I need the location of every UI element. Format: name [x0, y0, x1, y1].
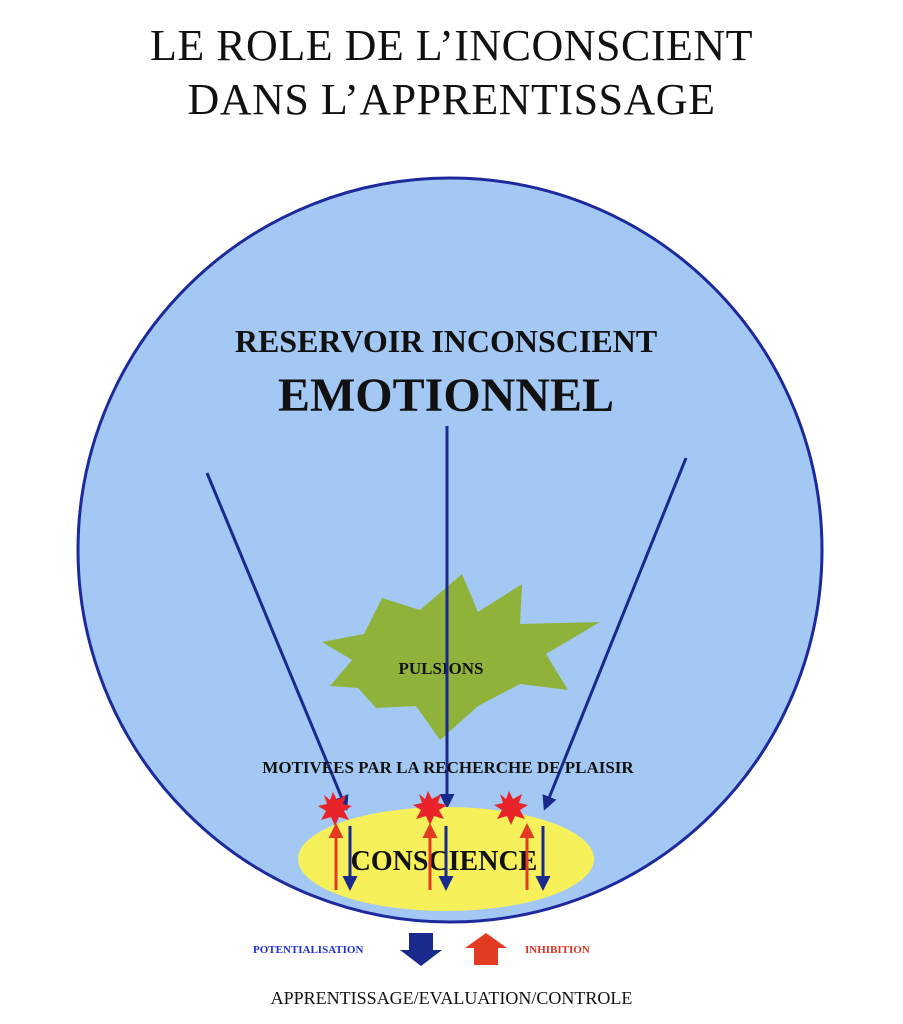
legend-potentialisation-label: POTENTIALISATION: [253, 944, 364, 956]
legend-up-arrow-icon: [465, 933, 507, 965]
pulsions-label: PULSIONS: [398, 659, 483, 678]
spark-right: [494, 791, 528, 825]
arrow-right: [542, 457, 688, 811]
pulsions-starburst: [322, 574, 600, 740]
legend-inhibition-label: INHIBITION: [525, 944, 590, 956]
reservoir-circle: [76, 176, 824, 924]
legend-down-arrow-icon: [400, 933, 442, 966]
page-title-line-1: LE ROLE DE L’INCONSCIENT: [149, 21, 754, 70]
page-title-line-2: DANS L’APPRENTISSAGE: [187, 75, 716, 124]
emotionnel-label: EMOTIONNEL: [278, 369, 614, 422]
spark-center: [413, 791, 447, 825]
arrow-left: [205, 472, 349, 811]
conscience-label: CONSCIENCE: [351, 846, 538, 877]
spark-left: [318, 792, 352, 826]
reservoir-label: RESERVOIR INCONSCIENT: [235, 323, 657, 359]
footer-label: APPRENTISSAGE/EVALUATION/CONTROLE: [270, 988, 633, 1008]
motivation-label: MOTIVEES PAR LA RECHERCHE DE PLAISIR: [262, 758, 634, 777]
